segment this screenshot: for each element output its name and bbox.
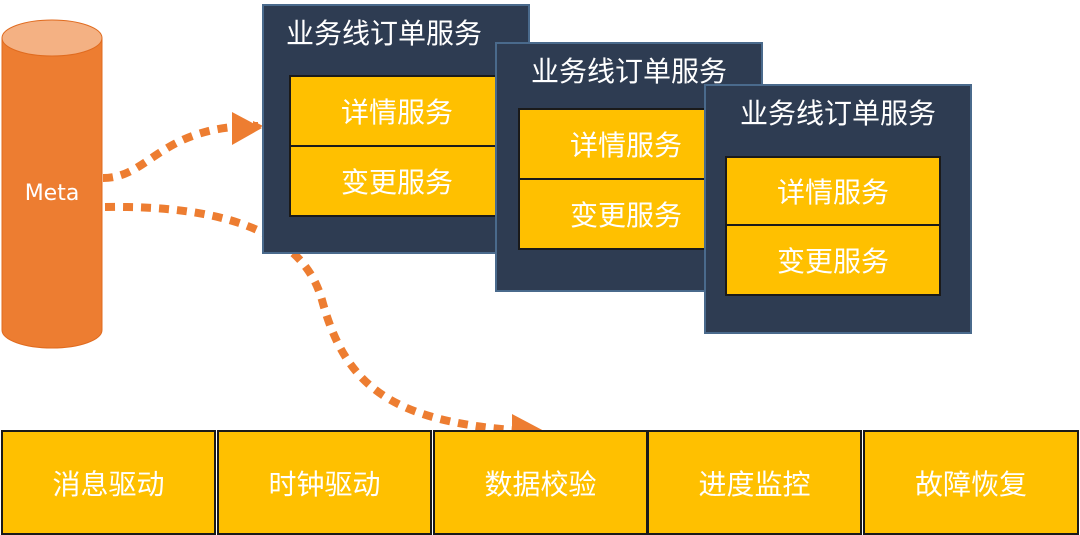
capability-data-validation: 数据校验	[433, 430, 648, 535]
details-service-label: 详情服务	[776, 176, 889, 209]
meta-cylinder-body	[1, 37, 103, 349]
change-service-box: 变更服务	[518, 178, 734, 250]
capability-label: 进度监控	[698, 467, 811, 501]
capability-fault-recovery: 故障恢复	[863, 430, 1079, 535]
capability-label: 故障恢复	[914, 467, 1027, 501]
order-service-title: 业务线订单服务	[286, 17, 483, 50]
order-service-title: 业务线订单服务	[530, 55, 727, 88]
change-service-box: 变更服务	[289, 145, 505, 217]
capability-label: 消息驱动	[52, 467, 165, 501]
meta-label: Meta	[25, 181, 80, 206]
meta-to-services-arrow	[102, 120, 263, 182]
meta-datastore: Meta	[1, 19, 103, 349]
change-service-label: 变更服务	[340, 166, 453, 199]
details-service-box: 详情服务	[289, 75, 505, 147]
order-service-title: 业务线订单服务	[739, 97, 936, 130]
order-service-card-1: 业务线订单服务 详情服务 变更服务	[262, 4, 530, 254]
change-service-label: 变更服务	[569, 199, 682, 232]
capability-layer: 消息驱动 时钟驱动 数据校验 进度监控 故障恢复	[0, 430, 1080, 535]
details-service-box: 详情服务	[518, 108, 734, 180]
change-service-label: 变更服务	[776, 245, 889, 278]
meta-to-capabilities-arrow	[104, 202, 513, 434]
details-service-label: 详情服务	[569, 129, 682, 162]
details-service-box: 详情服务	[725, 156, 941, 226]
capability-message-driven: 消息驱动	[1, 430, 216, 535]
change-service-box: 变更服务	[725, 224, 941, 296]
order-service-card-3: 业务线订单服务 详情服务 变更服务	[704, 84, 972, 334]
services-arrowhead	[232, 112, 262, 145]
meta-cylinder-top	[1, 19, 103, 57]
details-service-label: 详情服务	[340, 96, 453, 129]
capability-label: 时钟驱动	[268, 467, 381, 501]
capability-progress-monitoring: 进度监控	[647, 430, 862, 535]
capability-clock-driven: 时钟驱动	[217, 430, 432, 535]
capability-label: 数据校验	[484, 467, 597, 501]
